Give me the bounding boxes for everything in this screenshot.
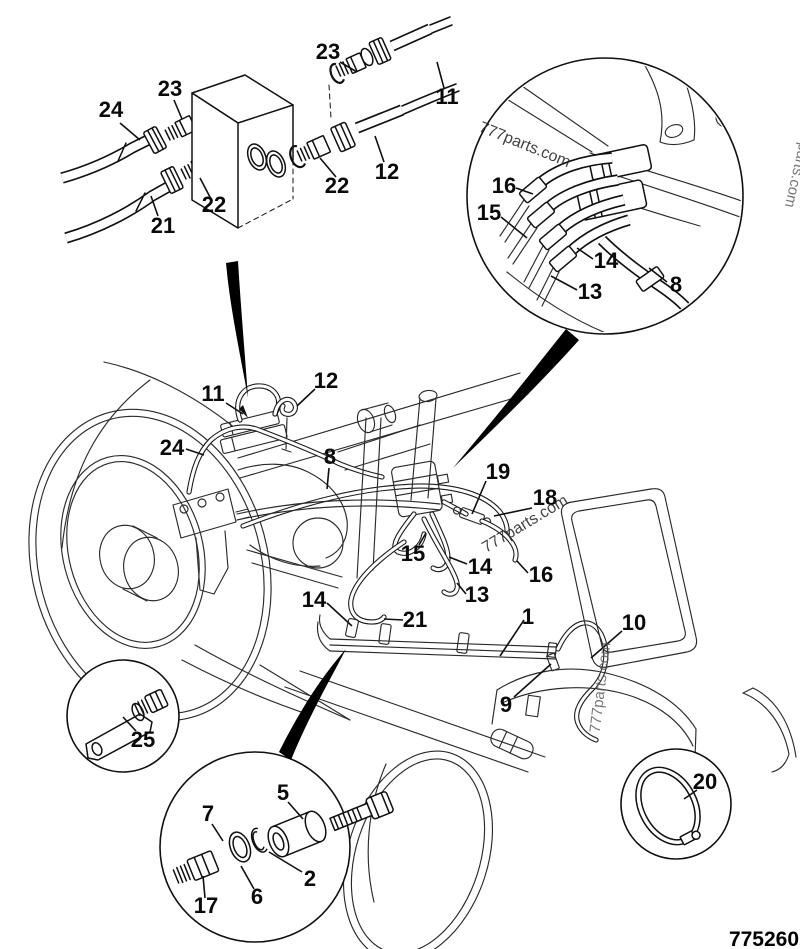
callout-14-circle: 14 bbox=[594, 248, 619, 273]
rear-wheel bbox=[342, 750, 494, 949]
valve-block bbox=[191, 74, 332, 229]
swoosh-kit-pointer bbox=[279, 649, 346, 760]
callout-13-circle: 13 bbox=[578, 279, 602, 304]
rear-frame bbox=[560, 488, 698, 668]
callout-14-main-left: 14 bbox=[302, 587, 327, 612]
callout-22-block-right: 22 bbox=[325, 173, 349, 198]
callout-11-main: 11 bbox=[201, 381, 224, 406]
part-callouts: 24 23 21 22 23 11 12 22 16 15 14 13 8 11… bbox=[99, 39, 717, 918]
callout-23-block-left: 23 bbox=[158, 76, 182, 101]
callout-5-detail: 5 bbox=[277, 780, 289, 805]
callout-22-block-left: 22 bbox=[202, 192, 226, 217]
document-number: 775260 bbox=[729, 928, 799, 949]
callout-10-main: 10 bbox=[622, 610, 646, 635]
adapter-22-right bbox=[296, 135, 331, 162]
callout-8-main: 8 bbox=[324, 444, 336, 469]
watermark-text: 777parts.com bbox=[781, 117, 800, 209]
hose-nut bbox=[330, 121, 356, 153]
callout-17-detail: 17 bbox=[194, 893, 218, 918]
fender-manifold bbox=[172, 488, 250, 595]
hose-nut bbox=[368, 37, 392, 65]
hose-nut bbox=[143, 126, 167, 154]
bonnet-lines bbox=[61, 361, 529, 721]
swoosh-block-pointer bbox=[226, 261, 248, 398]
axle-housing bbox=[237, 463, 348, 589]
callout-24-block: 24 bbox=[99, 97, 124, 122]
callout-15-main: 15 bbox=[401, 541, 425, 566]
bracket-part bbox=[85, 688, 169, 761]
callout-23-block-right: 23 bbox=[316, 39, 340, 64]
callout-2-detail: 2 bbox=[304, 866, 316, 891]
adapter-23-left bbox=[164, 115, 197, 141]
callout-25-detail: 25 bbox=[131, 727, 155, 752]
valve-block-assembly bbox=[60, 16, 460, 244]
detail-circle-hoses: 777parts.com bbox=[466, 57, 744, 335]
callout-11-block: 11 bbox=[435, 84, 458, 109]
callout-16-circle: 16 bbox=[492, 173, 516, 198]
washer bbox=[360, 47, 374, 67]
detail-circle-fitting-kit bbox=[159, 751, 394, 943]
front-wheel bbox=[28, 408, 272, 722]
callout-12-block: 12 bbox=[375, 159, 399, 184]
swoosh-circle-pointer bbox=[453, 329, 579, 468]
detail-circle-clip bbox=[620, 748, 732, 860]
callout-7-detail: 7 bbox=[202, 801, 214, 826]
detail-circle-bracket bbox=[66, 659, 180, 773]
callout-21-main: 21 bbox=[403, 607, 427, 632]
callout-18-main: 18 bbox=[533, 485, 557, 510]
part-6-circlip bbox=[250, 827, 268, 853]
kingpost bbox=[356, 389, 438, 579]
snap-ring bbox=[289, 144, 307, 169]
arrowhead bbox=[239, 405, 248, 418]
o-rings bbox=[246, 143, 287, 178]
callout-6-detail: 6 bbox=[251, 884, 263, 909]
callout-20-detail: 20 bbox=[693, 769, 717, 794]
callout-12-main: 12 bbox=[314, 368, 338, 393]
hose-cluster bbox=[345, 511, 460, 639]
leader-lines bbox=[119, 61, 698, 899]
part-7-washer bbox=[228, 831, 252, 863]
callout-19-main: 19 bbox=[486, 459, 510, 484]
part-5-bolt bbox=[329, 791, 394, 832]
callout-15-circle: 15 bbox=[477, 200, 501, 225]
hose-10 bbox=[555, 620, 609, 743]
rear-fender bbox=[284, 668, 797, 791]
callout-8-circle: 8 bbox=[670, 272, 682, 297]
machine-drawing bbox=[28, 361, 797, 949]
callout-9-main: 9 bbox=[500, 692, 512, 717]
callout-14-main-right: 14 bbox=[468, 554, 493, 579]
callout-13-main: 13 bbox=[465, 582, 489, 607]
part-17-adapter bbox=[172, 850, 220, 884]
pipe-clamp bbox=[546, 652, 560, 672]
callout-21-block: 21 bbox=[151, 213, 175, 238]
callout-1-main: 1 bbox=[522, 604, 534, 629]
callout-24-main: 24 bbox=[160, 435, 185, 460]
kingpost-valve bbox=[391, 460, 519, 563]
solenoid-part bbox=[219, 383, 298, 454]
callout-16-main: 16 bbox=[529, 562, 553, 587]
main-hoses bbox=[186, 424, 510, 539]
snap-ring bbox=[329, 62, 345, 84]
hose-nut bbox=[160, 166, 184, 194]
part-2-spacer bbox=[267, 810, 327, 858]
pointer-swooshes bbox=[226, 261, 579, 760]
pipe-assembly bbox=[316, 614, 560, 672]
